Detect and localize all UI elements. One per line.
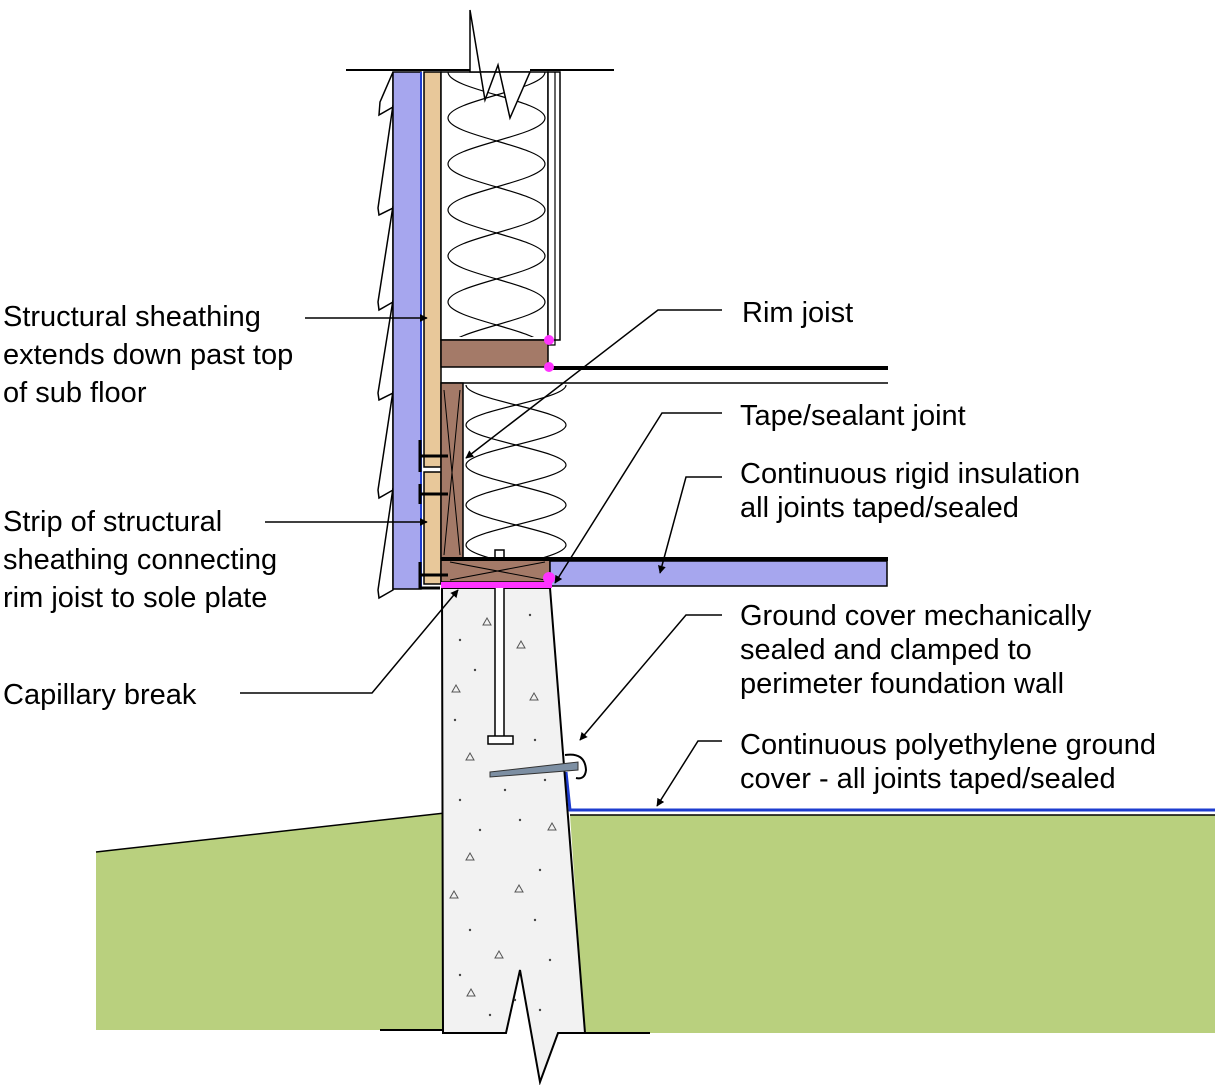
foundation-wall — [440, 587, 587, 1085]
leader-poly-ground-cover — [656, 740, 722, 807]
label-poly-ground-cover: Continuous polyethylene ground cover - a… — [740, 728, 1156, 796]
label-ground-cover-clamp: Ground cover mechanically sealed and cla… — [740, 599, 1091, 701]
label-line: sealed and clamped to — [740, 634, 1032, 666]
wall-break-top — [469, 9, 532, 121]
label-line: of sub floor — [3, 377, 147, 409]
ground-interior — [570, 815, 1215, 1033]
leader-rim-joist — [465, 309, 722, 459]
anchor-bolt — [487, 549, 514, 745]
label-line: perimeter foundation wall — [740, 668, 1065, 700]
label-line: all joints taped/sealed — [740, 492, 1019, 524]
structural-sheathing — [423, 71, 442, 468]
leader-rigid-insulation — [658, 476, 722, 574]
ground — [95, 812, 1215, 1034]
rigid-insulation-wall — [392, 71, 422, 590]
label-line: Continuous rigid insulation — [740, 458, 1081, 490]
label-line: cover - all joints taped/sealed — [740, 763, 1116, 795]
label-line: Rim joist — [742, 297, 854, 329]
label-line: Ground cover mechanically — [740, 600, 1092, 632]
leader-lines — [240, 309, 722, 807]
upper-bottom-plate — [440, 339, 549, 368]
leader-tape-sealant — [554, 412, 722, 584]
label-line: rim joist to sole plate — [3, 582, 268, 614]
label-line: extends down past top — [3, 339, 294, 371]
rigid-insulation-floor — [549, 560, 888, 587]
ground-cover-clamp — [489, 753, 588, 780]
upper-stud-wall — [346, 9, 614, 346]
sheathing-strip — [423, 471, 442, 585]
capillary-break — [441, 582, 552, 588]
leader-ground-cover-clamp — [579, 614, 722, 741]
label-line: Continuous polyethylene ground — [740, 729, 1156, 761]
label-line: Capillary break — [3, 679, 197, 711]
subfloor — [441, 366, 888, 384]
label-line: Tape/sealant joint — [740, 400, 966, 432]
label-line: Structural sheathing — [3, 301, 261, 333]
siding — [377, 71, 394, 600]
fasteners — [418, 440, 448, 590]
label-capillary-break: Capillary break — [3, 676, 196, 714]
leader-capillary-break — [240, 589, 459, 694]
label-line: Strip of structural — [3, 506, 223, 538]
label-tape-sealant: Tape/sealant joint — [740, 397, 966, 435]
label-rigid-insulation: Continuous rigid insulation all joints t… — [740, 457, 1080, 525]
label-rim-joist: Rim joist — [742, 294, 853, 332]
ground-exterior — [96, 813, 445, 1030]
label-structural-sheathing: Structural sheathing extends down past t… — [3, 298, 293, 412]
floor-insulation — [465, 385, 567, 557]
label-strip-sheathing: Strip of structural sheathing connecting… — [3, 503, 277, 617]
sealant-dots — [543, 335, 555, 584]
polyethylene-ground-cover — [564, 771, 1215, 812]
label-line: sheathing connecting — [3, 544, 278, 576]
